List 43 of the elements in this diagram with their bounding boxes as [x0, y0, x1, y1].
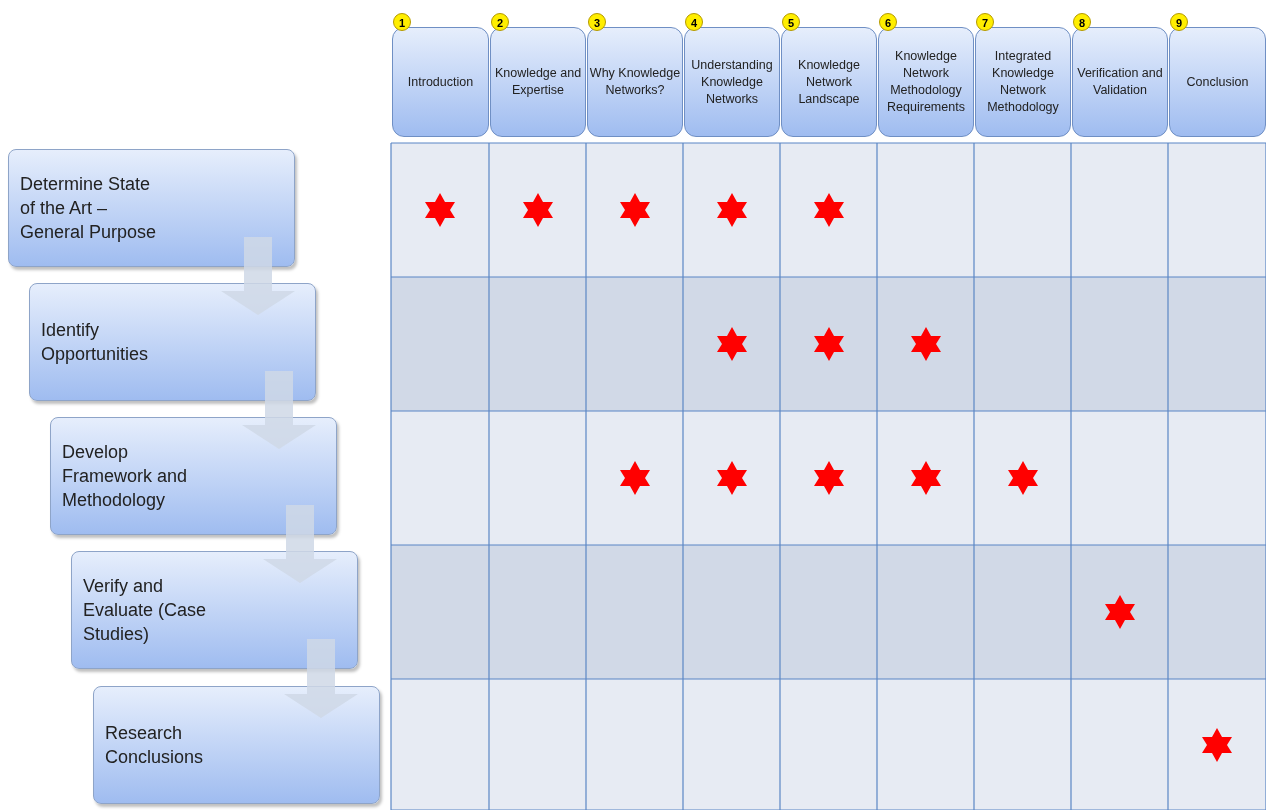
arrow — [221, 237, 295, 315]
box-text: Develop Framework and Methodology — [62, 441, 189, 512]
box-text: Integrated Knowledge Network Methodology — [986, 48, 1060, 116]
number-badge: 3 — [588, 13, 606, 31]
box-text: Understanding Knowledge Networks — [690, 56, 774, 108]
process-box — [71, 551, 358, 669]
number-badge: 9 — [1170, 13, 1188, 31]
box-text: Research Conclusions — [105, 722, 205, 769]
column-header — [587, 27, 683, 137]
number-badge: 1 — [393, 13, 411, 31]
arrow — [263, 505, 337, 583]
arrow — [284, 639, 358, 718]
process-box — [8, 149, 295, 267]
column-header — [878, 27, 974, 137]
column-header — [781, 27, 877, 137]
box-text: Knowledge and Expertise — [493, 65, 583, 99]
box-text: Introduction — [407, 73, 474, 91]
column-header — [684, 27, 780, 137]
arrow — [242, 371, 316, 449]
number-badge: 2 — [491, 13, 509, 31]
box-text: Verification and Validation — [1076, 65, 1164, 99]
column-header — [1072, 27, 1168, 137]
star-icon — [1199, 726, 1235, 763]
column-header — [392, 27, 489, 137]
box-text: Knowledge Network Landscape — [797, 56, 861, 108]
number-badge: 7 — [976, 13, 994, 31]
box-text: Verify and Evaluate (Case Studies) — [83, 575, 208, 646]
process-box — [50, 417, 337, 535]
number-badge: 4 — [685, 13, 703, 31]
number-badge: 6 — [879, 13, 897, 31]
column-header — [1169, 27, 1266, 137]
number-badge: 5 — [782, 13, 800, 31]
star-icon — [422, 192, 458, 228]
box-text: Conclusion — [1186, 73, 1249, 91]
process-box — [29, 283, 316, 401]
box-text: Determine State of the Art – General Purpose — [20, 173, 158, 244]
number-badge: 8 — [1073, 13, 1091, 31]
process-box — [93, 686, 380, 804]
column-header — [490, 27, 586, 137]
box-text: Identify Opportunities — [41, 319, 150, 366]
box-text: Knowledge Network Methodology Requirements — [886, 48, 966, 116]
box-text: Why Knowledge Networks? — [588, 65, 682, 99]
column-header — [975, 27, 1071, 137]
